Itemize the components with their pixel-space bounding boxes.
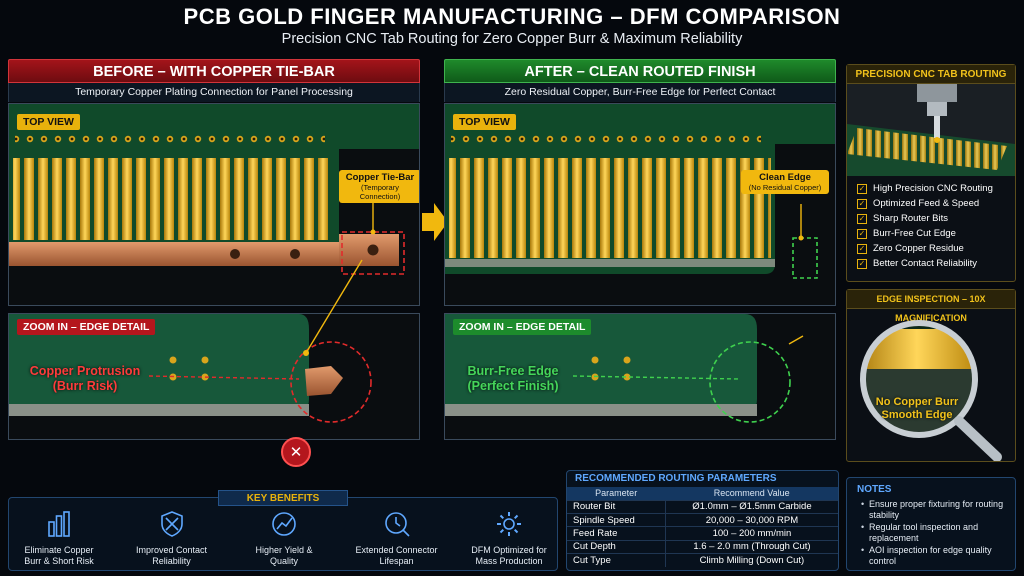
params-header-row: Parameter Recommend Value — [567, 487, 838, 500]
yield-icon — [272, 512, 296, 536]
after-zoom-tag: ZOOM IN – EDGE DETAIL — [453, 319, 592, 335]
params-heading: RECOMMENDED ROUTING PARAMETERS — [575, 473, 777, 484]
benefit-item: Higher Yield & Quality — [239, 510, 329, 567]
benefit-item: DFM Optimized for Mass Production — [464, 510, 554, 567]
gear-icon — [497, 512, 521, 536]
check-icon: ✓ — [857, 213, 867, 224]
after-top-view-panel: TOP VIEW Clean Edge (No Residual Copper) — [444, 103, 836, 306]
before-callout-sub: (Temporary Connection) — [359, 183, 401, 201]
check-icon: ✓ — [857, 183, 867, 194]
params-col-parameter: Parameter — [567, 487, 666, 500]
key-benefits-box — [8, 497, 558, 571]
after-top-view-illustration — [445, 104, 835, 305]
benefit-item: Eliminate Copper Burr & Short Risk — [14, 510, 104, 567]
cnc-item: ✓Burr-Free Cut Edge — [857, 228, 956, 239]
key-benefits-heading: KEY BENEFITS — [218, 490, 348, 506]
inspection-label: No Copper Burr Smooth Edge — [859, 396, 975, 422]
before-top-view-tag: TOP VIEW — [17, 114, 80, 130]
before-zoom-tag: ZOOM IN – EDGE DETAIL — [17, 319, 156, 335]
page-title: PCB GOLD FINGER MANUFACTURING – DFM COMP… — [183, 4, 841, 29]
after-callout-sub: (No Residual Copper) — [748, 183, 822, 192]
after-subheading: Zero Residual Copper, Burr-Free Edge for… — [444, 83, 836, 102]
before-header: BEFORE – WITH COPPER TIE-BAR Temporary C… — [8, 59, 420, 102]
page-subtitle: Precision CNC Tab Routing for Zero Coppe… — [281, 31, 743, 47]
list-item: AOI inspection for edge quality control — [861, 545, 1007, 566]
cnc-item: ✓Better Contact Reliability — [857, 258, 978, 269]
after-zoom-panel: ZOOM IN – EDGE DETAIL Burr-Free Edge (Pe… — [444, 313, 836, 440]
routing-parameters-box: RECOMMENDED ROUTING PARAMETERS Parameter… — [566, 470, 839, 571]
after-heading: AFTER – CLEAN ROUTED FINISH — [444, 59, 836, 83]
cnc-item: ✓Sharp Router Bits — [857, 213, 948, 224]
benefit-item: Improved Contact Reliability — [127, 510, 217, 567]
cnc-router-illustration — [847, 84, 1015, 176]
inspection-heading: EDGE INSPECTION – 10X MAGNIFICATION — [847, 290, 1015, 323]
benefits-row: Eliminate Copper Burr & Short Risk Impro… — [14, 510, 554, 567]
cnc-item: ✓Optimized Feed & Speed — [857, 198, 980, 209]
before-heading: BEFORE – WITH COPPER TIE-BAR — [8, 59, 420, 83]
list-item: Ensure proper fixturing for routing stab… — [861, 499, 1007, 520]
after-callout-title: Clean Edge — [759, 172, 811, 183]
before-zoom-label-1: Copper Protrusion — [29, 364, 141, 378]
bars-icon — [48, 511, 70, 537]
before-zoom-panel: ZOOM IN – EDGE DETAIL Copper Protrusion … — [8, 313, 420, 440]
notes-list: Ensure proper fixturing for routing stab… — [847, 499, 1015, 566]
before-top-view-illustration — [9, 104, 419, 305]
before-callout-title: Copper Tie-Bar — [345, 172, 415, 183]
notes-heading: NOTES — [857, 484, 892, 495]
cnc-checklist: ✓High Precision CNC Routing ✓Optimized F… — [847, 176, 1015, 271]
before-zoom-label: Copper Protrusion (Burr Risk) — [25, 364, 145, 394]
check-icon: ✓ — [857, 198, 867, 209]
before-subheading: Temporary Copper Plating Connection for … — [8, 83, 420, 102]
check-icon: ✓ — [857, 228, 867, 239]
cnc-routing-box: PRECISION CNC TAB ROUTING ✓High Precisio… — [846, 64, 1016, 282]
after-zoom-label-2: (Perfect Finish) — [467, 379, 559, 393]
after-header: AFTER – CLEAN ROUTED FINISH Zero Residua… — [444, 59, 836, 102]
magnifier-illustration — [860, 320, 1002, 461]
burr-risk-x-icon: ✕ — [281, 437, 311, 467]
check-icon: ✓ — [857, 258, 867, 269]
inspection-label-2: Smooth Edge — [881, 409, 953, 421]
before-to-after-arrow-icon — [422, 203, 448, 241]
after-zoom-label: Burr-Free Edge (Perfect Finish) — [453, 364, 573, 394]
before-connector-line — [303, 259, 363, 356]
cnc-heading: PRECISION CNC TAB ROUTING — [847, 65, 1015, 84]
after-zoom-label-1: Burr-Free Edge — [467, 364, 559, 378]
before-zoom-label-2: (Burr Risk) — [52, 379, 118, 393]
before-zoom-illustration — [9, 314, 419, 439]
check-icon: ✓ — [857, 243, 867, 254]
edge-inspection-box: EDGE INSPECTION – 10X MAGNIFICATION No C… — [846, 289, 1016, 462]
inspection-label-1: No Copper Burr — [875, 396, 959, 408]
after-callout-clean-edge: Clean Edge (No Residual Copper) — [741, 170, 829, 194]
list-item: Regular tool inspection and replacement — [861, 522, 1007, 543]
before-callout-copper-tie-bar: Copper Tie-Bar (Temporary Connection) — [339, 170, 419, 203]
params-col-value: Recommend Value — [665, 487, 838, 500]
no-burr-icon — [160, 511, 183, 537]
notes-box: NOTES Ensure proper fixturing for routin… — [846, 477, 1016, 571]
lifespan-icon — [384, 512, 410, 537]
cnc-item: ✓High Precision CNC Routing — [857, 183, 993, 194]
after-top-view-tag: TOP VIEW — [453, 114, 516, 130]
benefit-item: Extended Connector Lifespan — [352, 510, 442, 567]
cnc-item: ✓Zero Copper Residue — [857, 243, 964, 254]
before-top-view-panel: TOP VIEW Copper Tie-Bar (Temporary Conne… — [8, 103, 420, 306]
